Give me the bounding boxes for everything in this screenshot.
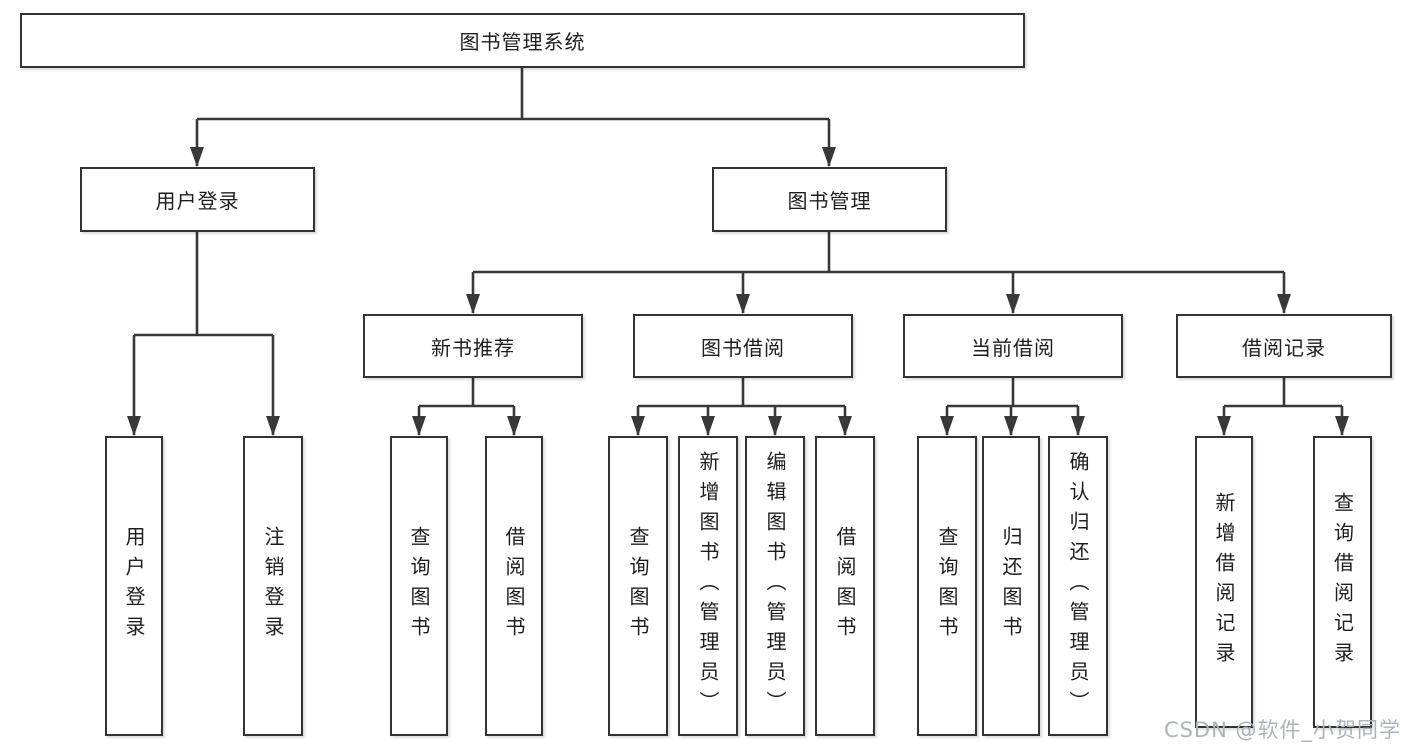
node-br-add-record: 新增借阅记录 <box>1195 436 1253 728</box>
node-new-book-recommend: 新书推荐 <box>363 314 583 378</box>
node-book-management-label: 图书管理 <box>787 189 872 213</box>
node-user-login-action-label: 用户登录 <box>122 526 146 646</box>
node-rec-borrow-books-label: 借阅图书 <box>502 526 526 646</box>
node-cb-query-books: 查询图书 <box>917 436 977 736</box>
node-br-add-record-label: 新增借阅记录 <box>1212 492 1236 672</box>
node-root: 图书管理系统 <box>20 13 1025 68</box>
node-current-borrow: 当前借阅 <box>903 314 1123 378</box>
node-book-management: 图书管理 <box>712 167 947 232</box>
node-logout-action: 注销登录 <box>243 436 303 736</box>
node-cb-return-books: 归还图书 <box>982 436 1040 736</box>
node-new-book-recommend-label: 新书推荐 <box>431 335 515 360</box>
node-bb-query-books-label: 查询图书 <box>626 526 650 646</box>
node-cb-confirm-return-label: 确认归还（管理员） <box>1066 451 1090 721</box>
node-rec-query-books: 查询图书 <box>390 436 448 736</box>
node-bb-borrow-books: 借阅图书 <box>815 436 875 736</box>
node-cb-confirm-return: 确认归还（管理员） <box>1048 436 1108 736</box>
node-bb-borrow-books-label: 借阅图书 <box>833 526 857 646</box>
node-cb-query-books-label: 查询图书 <box>935 526 959 646</box>
node-br-query-record-label: 查询借阅记录 <box>1330 492 1355 672</box>
node-bb-add-books-label: 新增图书（管理员） <box>696 451 720 721</box>
node-cb-return-books-label: 归还图书 <box>999 526 1023 646</box>
node-borrow-records: 借阅记录 <box>1176 314 1392 378</box>
node-bb-query-books: 查询图书 <box>608 436 668 736</box>
node-br-query-record: 查询借阅记录 <box>1313 436 1372 728</box>
node-bb-add-books: 新增图书（管理员） <box>678 436 738 736</box>
csdn-watermark: CSDN @软件_小贺同学 <box>1163 718 1401 742</box>
node-rec-borrow-books: 借阅图书 <box>485 436 543 736</box>
node-current-borrow-label: 当前借阅 <box>971 335 1055 360</box>
node-book-borrow: 图书借阅 <box>633 314 853 378</box>
node-user-login-label: 用户登录 <box>155 189 240 213</box>
node-root-label: 图书管理系统 <box>459 30 586 54</box>
node-rec-query-books-label: 查询图书 <box>407 526 431 646</box>
node-borrow-records-label: 借阅记录 <box>1242 335 1326 360</box>
node-book-borrow-label: 图书借阅 <box>701 335 785 360</box>
node-bb-edit-books-label: 编辑图书（管理员） <box>763 451 787 721</box>
node-user-login: 用户登录 <box>80 167 315 232</box>
node-user-login-action: 用户登录 <box>105 436 163 736</box>
node-logout-action-label: 注销登录 <box>261 526 285 646</box>
node-bb-edit-books: 编辑图书（管理员） <box>745 436 805 736</box>
